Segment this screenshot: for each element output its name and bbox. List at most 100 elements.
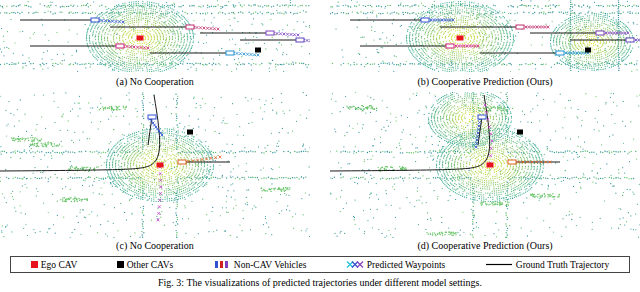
lidar-point (307, 67, 308, 68)
lidar-point (135, 67, 136, 68)
lidar-point (75, 62, 76, 63)
lidar-point (200, 6, 201, 7)
lidar-point (161, 54, 162, 55)
lidar-point (16, 6, 17, 7)
lidar-point (213, 63, 214, 64)
lidar-point (174, 12, 175, 13)
lidar-point (279, 30, 280, 31)
lidar-point (22, 55, 23, 56)
lidar-point (167, 43, 168, 44)
lidar-point (183, 51, 184, 52)
lidar-point (178, 6, 179, 7)
lidar-point (170, 44, 171, 45)
lidar-point (200, 13, 201, 14)
lidar-point (96, 56, 97, 57)
lidar-point (4, 12, 5, 13)
lidar-point (271, 6, 272, 7)
lidar-point (107, 47, 108, 48)
lidar-point (48, 5, 49, 6)
lidar-point (343, 5, 344, 6)
lidar-point (73, 64, 74, 65)
lidar-point (130, 67, 131, 68)
lidar-point (113, 18, 114, 19)
lidar-point (175, 16, 176, 17)
lidar-point (148, 14, 149, 15)
lidar-point (129, 63, 130, 64)
lidar-point (19, 31, 20, 32)
lidar-point (98, 25, 99, 26)
lidar-point (26, 5, 27, 6)
lidar-point (105, 64, 106, 65)
lidar-point (126, 33, 127, 34)
lidar-point (164, 5, 165, 6)
lidar-panel (330, 0, 640, 72)
lidar-point (374, 31, 375, 32)
lidar-point (155, 23, 156, 24)
lidar-point (137, 61, 138, 62)
lidar-point (132, 20, 133, 21)
lidar-point (189, 42, 190, 43)
lidar-point (168, 42, 169, 43)
lidar-point (535, 68, 536, 69)
lidar-point (162, 4, 163, 5)
lidar-point (198, 42, 199, 43)
predicted-waypoint (217, 28, 220, 31)
lidar-point (226, 5, 227, 6)
lidar-point (137, 63, 138, 64)
predicted-waypoint (236, 52, 239, 55)
lidar-point (79, 64, 80, 65)
lidar-point (174, 31, 175, 32)
lidar-point (113, 39, 114, 40)
lidar-point (133, 33, 134, 34)
lidar-point (47, 67, 48, 68)
lidar-point (96, 31, 97, 32)
lidar-point (169, 37, 170, 38)
lidar-point (22, 67, 23, 68)
lidar-point (117, 53, 118, 54)
lidar-point (157, 30, 158, 31)
lidar-point (164, 46, 165, 47)
lidar-point (165, 62, 166, 63)
lidar-point (133, 51, 134, 52)
lidar-point (89, 38, 90, 39)
predicted-waypoint (253, 53, 256, 56)
lidar-point (140, 72, 141, 73)
lidar-point (156, 63, 157, 64)
lidar-point (159, 62, 160, 63)
lidar-point (262, 6, 263, 7)
lidar-point (132, 57, 133, 58)
lidar-point (158, 25, 159, 26)
lidar-point (126, 34, 127, 35)
lidar-point (104, 34, 105, 35)
predicted-waypoint (297, 34, 300, 37)
lidar-point (29, 61, 30, 62)
lidar-point (4, 47, 5, 48)
lidar-point (290, 12, 291, 13)
lidar-point (360, 37, 361, 38)
lidar-point (92, 54, 93, 55)
lidar-point (30, 6, 31, 7)
lidar-point (185, 23, 186, 24)
lidar-point (297, 6, 298, 7)
lidar-point (171, 31, 172, 32)
lidar-point (126, 8, 127, 9)
lidar-point (180, 31, 181, 32)
lidar-point (106, 50, 107, 51)
lidar-point (158, 50, 159, 51)
lidar-point (151, 43, 152, 44)
lidar-point (577, 67, 578, 68)
lidar-point (168, 7, 169, 8)
lidar-point (578, 29, 579, 30)
lidar-point (130, 5, 131, 6)
lidar-point (152, 58, 153, 59)
lidar-point (13, 63, 14, 64)
lidar-point (176, 20, 177, 21)
lidar-point (150, 30, 151, 31)
lidar-point (133, 12, 134, 13)
lidar-point (130, 63, 131, 64)
lidar-point (103, 13, 104, 14)
lidar-point (132, 55, 133, 56)
lidar-point (129, 69, 130, 70)
lidar-point (160, 30, 161, 31)
lidar-point (451, 2, 452, 3)
